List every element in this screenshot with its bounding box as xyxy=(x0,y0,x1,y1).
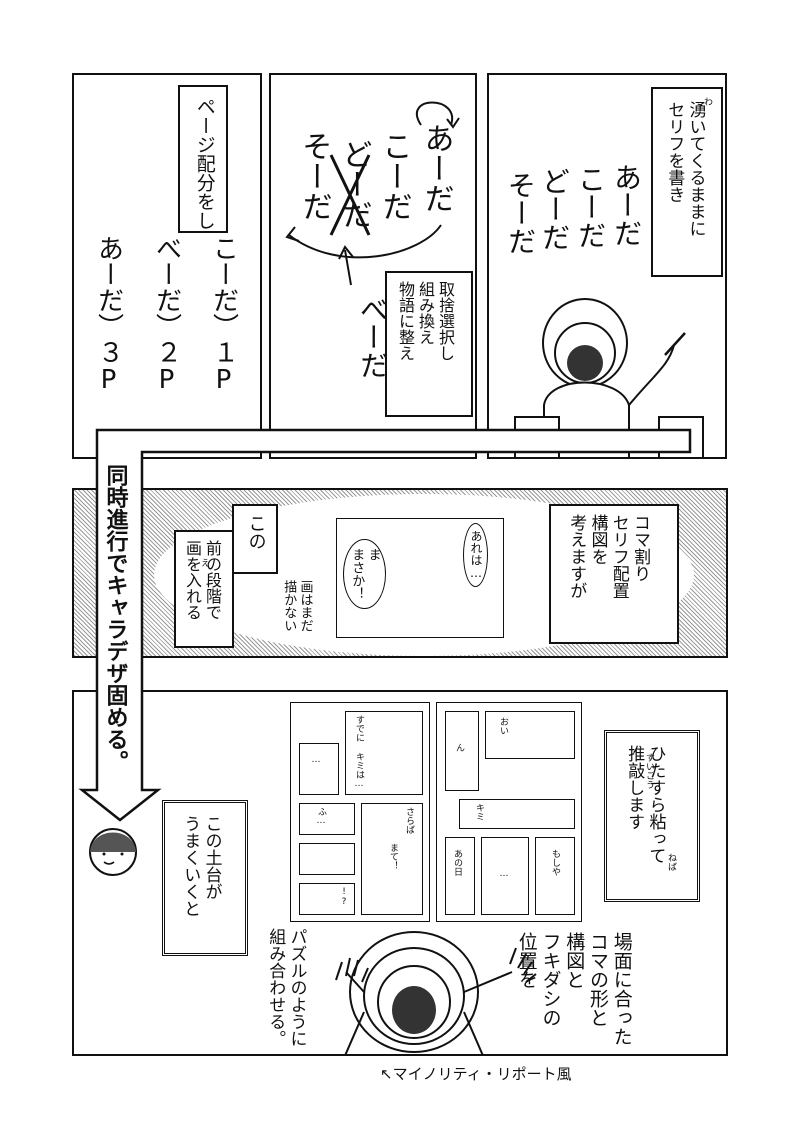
edit-arrows xyxy=(285,101,460,286)
narration-box-refine: ひたすら粘って 推敲します ねば すいこう xyxy=(604,730,700,902)
narration-box-writing: 湧いてくるままに セリフを書き わ xyxy=(651,87,723,277)
storyboard-page-left: すでに キミは… … ふ… さらば まて！ !? xyxy=(290,702,430,922)
storyboard-frame: あれは… ま まさか！ xyxy=(336,518,504,638)
allocation-line-1: こーだ）１P xyxy=(208,235,239,395)
mini-bubble: すでに キミは… xyxy=(354,715,364,789)
narration-box-foundation: この土台が うまくいくと xyxy=(162,800,248,956)
frame xyxy=(299,843,355,875)
mini-bubble: … xyxy=(499,869,509,879)
line-ko: こーだ xyxy=(376,131,412,221)
narration-text: ページ配分をし xyxy=(193,97,216,230)
designer-figure xyxy=(335,931,537,1054)
narration-box-page-allocation: ページ配分をし xyxy=(178,85,228,233)
panel-page-allocation: ページ配分をし こーだ）１P べーだ）２P あーだ）３P xyxy=(72,73,262,459)
line-do: どーだ xyxy=(538,167,571,251)
frame xyxy=(445,711,479,791)
frame xyxy=(485,711,575,759)
mini-bubble: まて！ xyxy=(388,843,398,870)
mini-bubble: ふ… xyxy=(316,807,326,826)
mini-bubble: キミ xyxy=(474,803,484,821)
bubble-masaka: ま まさか！ xyxy=(343,539,386,609)
ruby-e: え xyxy=(199,558,209,567)
narration-text: 取捨選択し 組み換え 物語に整え xyxy=(396,281,455,361)
narration-kono: この xyxy=(245,514,267,550)
frame xyxy=(361,803,423,915)
frame xyxy=(535,837,575,915)
mini-bubble: さらば xyxy=(404,807,414,834)
mini-bubble: ん xyxy=(454,743,464,752)
panel-layout: この土台が うまくいくと すでに キミは… … ふ… さらば まて！ !? おい… xyxy=(72,690,728,1056)
narration-text: 前の段階で 画を入れる xyxy=(183,540,222,620)
frame xyxy=(481,837,529,915)
frame xyxy=(299,743,339,795)
frame xyxy=(459,799,575,829)
frame xyxy=(299,803,355,835)
frame xyxy=(299,883,355,915)
allocation-line-2: べーだ）２P xyxy=(151,235,182,395)
puzzle-text: パズルのように 組み合わせる。 xyxy=(265,928,307,1047)
bubble-arewa: あれは… xyxy=(463,523,488,587)
mini-bubble: … xyxy=(311,755,321,765)
mini-bubble: おい xyxy=(498,717,508,735)
narration-text: ひたすら粘って 推敲します xyxy=(624,745,666,864)
ruby-waku: わ xyxy=(702,97,712,106)
narration-text: コマ割り セリフ配置 構図を 考えますが xyxy=(566,514,650,599)
ruby-suikou: すいこう xyxy=(644,753,654,789)
allocation-line-3: あーだ）３P xyxy=(93,235,124,395)
narration-box-koma: コマ割り セリフ配置 構図を 考えますが xyxy=(549,504,679,644)
note-not-drawn: 画はまだ 描かない xyxy=(281,580,313,632)
storyboard-page-right: おい ん キミ あの日 … もしや xyxy=(436,702,582,922)
narration-box-before: 前の段階で 画を入れる え xyxy=(174,530,234,648)
panel-selection: あーだ こーだ どーだ そーだ べーだ 取捨選択し 組み換え 物語に整え xyxy=(269,73,477,459)
line-a: あーだ xyxy=(610,163,643,247)
line-a: あーだ xyxy=(418,123,454,213)
mini-bubble: もしや xyxy=(550,849,560,876)
line-so: そーだ xyxy=(296,131,332,221)
narration-text: 湧いてくるままに セリフを書き xyxy=(664,101,706,237)
arrow-text-character-design: 同時進行でキャラデザ固める。 xyxy=(102,464,128,772)
frame xyxy=(345,711,423,795)
mini-bubble: !? xyxy=(339,887,349,907)
ruby-neba: ねば xyxy=(666,853,676,871)
narration-text: この土台が うまくいくと xyxy=(180,815,222,917)
frame xyxy=(445,837,475,915)
line-be: べーだ xyxy=(356,295,389,379)
mini-bubble: あの日 xyxy=(452,849,462,876)
panel-storyboard: この 前の段階で 画を入れる え 画はまだ 描かない あれは… ま まさか！ コ… xyxy=(72,488,728,658)
line-ko: こーだ xyxy=(574,165,607,249)
layout-description: 場面に合った コマの形と 構図と フキダシの 位置を xyxy=(515,932,633,1046)
narration-box-selection: 取捨選択し 組み換え 物語に整え xyxy=(385,271,473,417)
caption-minority-report: ↖マイノリティ・リポート風 xyxy=(380,1065,572,1083)
line-so: そーだ xyxy=(504,171,537,255)
